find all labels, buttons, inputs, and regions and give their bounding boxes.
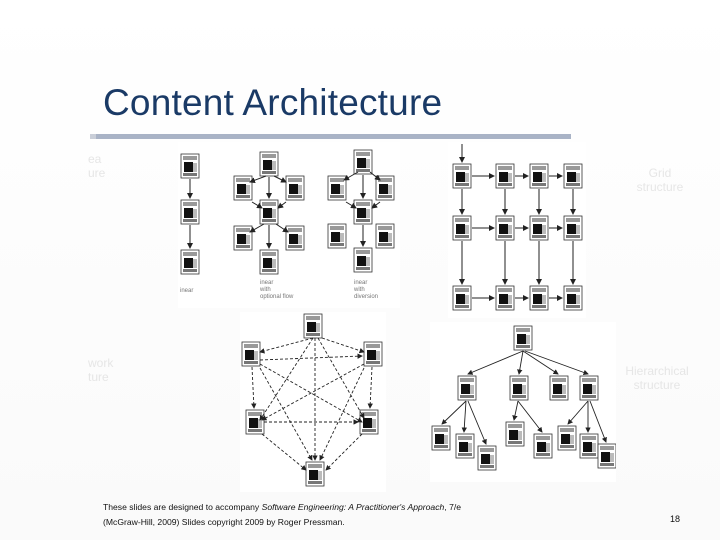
ghost-label-network: work ture: [88, 356, 114, 384]
slide-title: Content Architecture: [103, 82, 443, 123]
network-structure-diagram: [241, 313, 383, 487]
caption-linear: inear: [180, 288, 193, 294]
footer-copyright: (McGraw-Hill, 2009) Slides copyright 200…: [103, 517, 345, 527]
ghost-label-linear: ea ure: [88, 152, 106, 180]
network-structure-figure: [240, 312, 386, 492]
title-rule: [96, 134, 571, 139]
ghost-label-hierarchical: Hierarchical structure: [625, 364, 689, 392]
page-number: 18: [670, 514, 681, 524]
hierarchical-structure-figure: [430, 322, 616, 482]
hierarchical-structure-diagram: [431, 325, 616, 471]
footer-prefix: These slides are designed to accompany: [103, 502, 262, 512]
footer-book-title: Software Engineering: A Practitioner's A…: [261, 502, 445, 512]
grid-structure-diagram: [452, 144, 583, 311]
slide-footer: These slides are designed to accompany S…: [103, 500, 583, 530]
grid-structure-figure: [448, 142, 586, 318]
ghost-label-grid: Grid structure: [636, 166, 684, 194]
title-rule-tick: [90, 134, 96, 139]
footer-edition: , 7/e: [444, 502, 462, 512]
